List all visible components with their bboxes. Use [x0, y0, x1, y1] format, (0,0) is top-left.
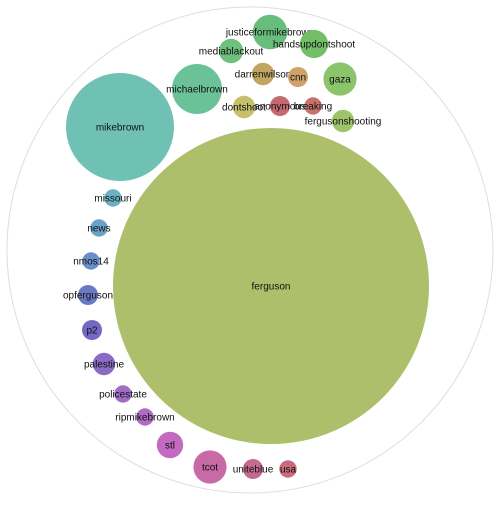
bubble-label: mediablackout	[199, 47, 264, 58]
bubble-label: justiceformikebrown	[225, 28, 314, 39]
bubble-circle[interactable]	[66, 73, 174, 181]
bubble-circle[interactable]	[252, 14, 288, 50]
bubble-label: handsupdontshoot	[273, 40, 356, 51]
bubble-label: ripmikebrown	[115, 413, 174, 424]
bubble-label: missouri	[94, 194, 131, 205]
bubble-label: usa	[280, 465, 297, 476]
bubble-label: anonymous	[254, 102, 306, 113]
bubble-circle[interactable]	[279, 460, 297, 478]
bubble-label: palestine	[84, 360, 124, 371]
bubble-circle[interactable]	[172, 64, 222, 114]
bubble-stl[interactable]: stl	[156, 431, 184, 459]
bubble-circle[interactable]	[114, 385, 132, 403]
outer-boundary-ring	[6, 6, 494, 494]
bubble-palestine[interactable]: palestine	[84, 352, 124, 376]
bubble-label: stl	[165, 441, 175, 452]
bubbles-layer: ferguson mikebrown michaelbrown justiceform…	[63, 14, 429, 484]
bubble-circle[interactable]	[78, 285, 98, 305]
bubble-circle[interactable]	[299, 29, 329, 59]
bubble-anonymous[interactable]: anonymous	[254, 96, 306, 116]
bubble-gaza[interactable]: gaza	[323, 62, 357, 96]
bubble-label: nmos14	[73, 257, 109, 268]
bubble-label: policestate	[99, 390, 147, 401]
bubble-label: opferguson	[63, 291, 113, 302]
bubble-circle[interactable]	[270, 96, 290, 116]
bubble-label: darrenwilson	[235, 70, 292, 81]
bubble-usa[interactable]: usa	[279, 460, 297, 478]
bubble-handsupdontshoot[interactable]: handsupdontshoot	[273, 29, 356, 59]
bubble-circle[interactable]	[323, 62, 357, 96]
bubble-breaking[interactable]: breaking	[294, 97, 332, 115]
bubble-cnn[interactable]: cnn	[288, 67, 308, 87]
bubble-policestate[interactable]: policestate	[99, 385, 147, 403]
bubble-news[interactable]: news	[87, 219, 111, 237]
bubble-label: mikebrown	[96, 123, 144, 134]
bubble-mediablackout[interactable]: mediablackout	[199, 38, 264, 64]
bubble-circle[interactable]	[331, 109, 355, 133]
bubble-label: p2	[86, 326, 98, 337]
bubble-circle[interactable]	[232, 95, 256, 119]
bubble-circle[interactable]	[304, 97, 322, 115]
bubble-opferguson[interactable]: opferguson	[63, 285, 113, 305]
bubble-circle[interactable]	[193, 450, 227, 484]
bubble-circle[interactable]	[288, 67, 308, 87]
bubble-circle[interactable]	[90, 219, 108, 237]
bubble-circle[interactable]	[82, 252, 100, 270]
bubble-tcot[interactable]: tcot	[193, 450, 227, 484]
bubble-circle[interactable]	[92, 352, 116, 376]
bubble-label: breaking	[294, 102, 332, 113]
bubble-label: dontshoot	[222, 103, 266, 114]
bubble-mikebrown[interactable]: mikebrown	[66, 73, 174, 181]
bubble-darrenwilson[interactable]: darrenwilson	[235, 62, 292, 86]
bubble-nmos14[interactable]: nmos14	[73, 252, 109, 270]
bubble-justiceformikebrown[interactable]: justiceformikebrown	[225, 14, 314, 50]
bubble-p2[interactable]: p2	[82, 320, 102, 340]
bubble-missouri[interactable]: missouri	[94, 189, 132, 207]
bubble-dontshoot[interactable]: dontshoot	[222, 95, 266, 119]
bubble-ripmikebrown[interactable]: ripmikebrown	[115, 408, 175, 426]
bubble-circle[interactable]	[218, 38, 244, 64]
bubble-circle[interactable]	[82, 320, 102, 340]
bubble-michaelbrown[interactable]: michaelbrown	[166, 64, 228, 114]
bubble-label: uniteblue	[233, 465, 274, 476]
bubble-circle[interactable]	[156, 431, 184, 459]
bubble-label: cnn	[290, 73, 306, 84]
bubble-uniteblue[interactable]: uniteblue	[233, 459, 274, 479]
bubble-circle[interactable]	[136, 408, 154, 426]
bubble-label: fergusonshooting	[305, 117, 382, 128]
bubble-label: tcot	[202, 463, 218, 474]
bubble-circle[interactable]	[104, 189, 122, 207]
bubble-circle[interactable]	[243, 459, 263, 479]
bubble-label: michaelbrown	[166, 85, 228, 96]
bubble-fergusonshooting[interactable]: fergusonshooting	[305, 109, 382, 133]
bubble-circle[interactable]	[251, 62, 275, 86]
bubble-label: gaza	[329, 75, 351, 86]
bubble-circle[interactable]	[113, 128, 429, 444]
bubble-label: news	[87, 224, 110, 235]
bubble-ferguson[interactable]: ferguson	[113, 128, 429, 444]
bubble-label: ferguson	[252, 282, 291, 293]
